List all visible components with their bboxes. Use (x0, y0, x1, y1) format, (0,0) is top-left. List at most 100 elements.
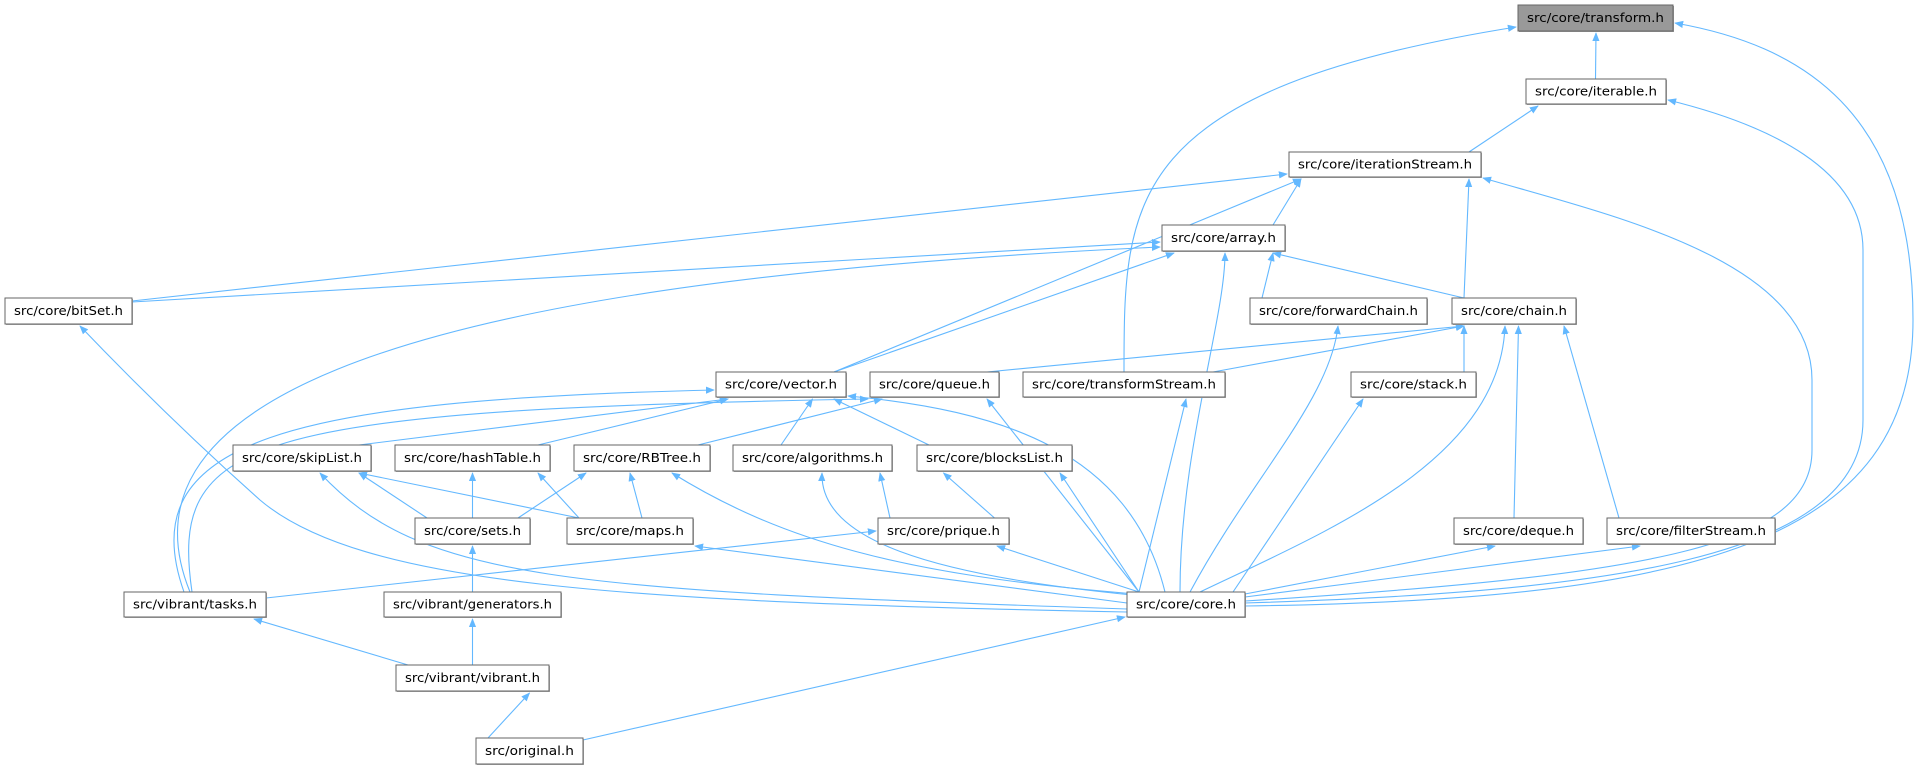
edge-tasks-to-array (176, 243, 1161, 593)
node-box (1249, 297, 1428, 325)
edge-vector-to-array (833, 252, 1175, 373)
edge-core-to-maps (694, 543, 1128, 604)
edges-layer (79, 20, 1914, 741)
node-tasks[interactable]: src/vibrant/tasks.h (123, 591, 267, 618)
edge-core-to-iterable (1244, 98, 1864, 604)
node-label: src/core/transformStream.h (1032, 378, 1216, 392)
node-prique[interactable]: src/core/prique.h (877, 517, 1010, 545)
node-box (1606, 517, 1776, 545)
node-maps[interactable]: src/core/maps.h (566, 517, 694, 545)
node-box (123, 591, 267, 618)
edge-core-to-transformStream (1138, 398, 1188, 593)
edge-core-to-queue (986, 398, 1140, 593)
node-vibrant[interactable]: src/vibrant/vibrant.h (395, 664, 550, 692)
edge-hashTable-to-vector (537, 397, 729, 446)
node-iterationStream[interactable]: src/core/iterationStream.h (1288, 151, 1482, 178)
node-forwardChain[interactable]: src/core/forwardChain.h (1249, 297, 1428, 325)
node-label: src/core/algorithms.h (742, 451, 883, 465)
edge-deque-to-chain (1513, 325, 1522, 519)
node-box (573, 444, 711, 472)
node-label: src/core/transform.h (1527, 11, 1664, 25)
edge-bitSet-to-array (131, 238, 1161, 303)
node-label: src/core/blocksList.h (926, 451, 1063, 465)
node-label: src/core/stack.h (1360, 378, 1467, 392)
edge-core-to-prique (996, 545, 1140, 593)
node-box (566, 517, 694, 545)
edge-core-to-stack (1232, 398, 1364, 593)
node-label: src/core/iterable.h (1535, 85, 1657, 99)
node-stack[interactable]: src/core/stack.h (1350, 371, 1477, 398)
edge-array-to-iterationStream (1272, 178, 1302, 226)
node-blocksList[interactable]: src/core/blocksList.h (916, 444, 1073, 472)
node-transformStream[interactable]: src/core/transformStream.h (1022, 371, 1226, 398)
node-sets[interactable]: src/core/sets.h (414, 517, 531, 545)
node-box (1126, 591, 1246, 618)
node-filterStream[interactable]: src/core/filterStream.h (1606, 517, 1776, 545)
edge-maps-to-RBTree (628, 472, 643, 519)
node-queue[interactable]: src/core/queue.h (869, 371, 1000, 398)
node-original[interactable]: src/original.h (475, 737, 584, 765)
node-array[interactable]: src/core/array.h (1161, 224, 1286, 252)
node-box (1022, 371, 1226, 398)
edge-core-to-iterationStream (1244, 176, 1813, 602)
node-label: src/vibrant/tasks.h (133, 598, 257, 612)
node-box (869, 371, 1000, 398)
node-vector[interactable]: src/core/vector.h (715, 371, 847, 398)
node-box (916, 444, 1073, 472)
edge-prique-to-algorithms (878, 472, 891, 519)
edge-RBTree-to-queue (697, 397, 883, 446)
edge-vector-to-iterationStream (833, 178, 1302, 373)
node-box (1288, 151, 1482, 178)
node-label: src/core/prique.h (887, 524, 1000, 538)
node-iterable[interactable]: src/core/iterable.h (1525, 78, 1667, 105)
node-deque[interactable]: src/core/deque.h (1453, 517, 1584, 545)
node-label: src/core/array.h (1171, 231, 1276, 245)
node-box (1525, 78, 1667, 105)
edge-chain-to-iterationStream (1463, 178, 1473, 299)
edge-transformStream-to-transform (1123, 24, 1517, 373)
node-box (383, 591, 562, 618)
node-chain[interactable]: src/core/chain.h (1451, 297, 1577, 325)
edge-iterable-to-transform (1592, 32, 1600, 80)
node-box (715, 371, 847, 398)
edge-blocksList-to-vector (833, 398, 930, 446)
node-RBTree[interactable]: src/core/RBTree.h (573, 444, 711, 472)
edge-transformStream-to-chain (1212, 323, 1465, 373)
edge-tasks-to-prique (265, 528, 877, 599)
edge-bitSet-to-iterationStream (131, 171, 1288, 302)
node-label: src/core/chain.h (1461, 304, 1567, 318)
nodes-layer: src/core/transform.h src/core/iterable.h s… (4, 4, 1776, 765)
edge-tasks-to-queue (188, 395, 869, 593)
edge-core-to-bitSet (79, 325, 1128, 613)
edge-queue-to-chain (986, 323, 1465, 373)
node-transform[interactable]: src/core/transform.h (1517, 4, 1674, 32)
node-core[interactable]: src/core/core.h (1126, 591, 1246, 618)
node-generators[interactable]: src/vibrant/generators.h (383, 591, 562, 618)
node-hashTable[interactable]: src/core/hashTable.h (394, 444, 551, 472)
edge-core-to-filterStream (1244, 543, 1641, 598)
node-box (732, 444, 893, 472)
node-skipList[interactable]: src/core/skipList.h (232, 444, 372, 472)
node-box (1161, 224, 1286, 252)
node-label: src/core/queue.h (879, 378, 990, 392)
edge-sets-to-skipList (358, 472, 428, 519)
node-label: src/vibrant/generators.h (393, 598, 552, 612)
edge-vibrant-to-tasks (253, 617, 409, 666)
edge-original-to-core (582, 615, 1126, 741)
edge-maps-to-hashTable (537, 472, 580, 519)
edge-core-to-skipList (319, 472, 1128, 610)
node-bitSet[interactable]: src/core/bitSet.h (4, 297, 133, 325)
node-algorithms[interactable]: src/core/algorithms.h (732, 444, 893, 472)
node-label: src/core/filterStream.h (1616, 524, 1766, 538)
edge-core-to-RBTree (671, 472, 1136, 595)
node-box (1350, 371, 1477, 398)
node-label: src/core/skipList.h (242, 451, 362, 465)
node-box (395, 664, 550, 692)
node-label: src/core/maps.h (576, 524, 684, 538)
edge-prique-to-blocksList (942, 472, 995, 519)
node-label: src/core/deque.h (1463, 524, 1574, 538)
edge-core-to-algorithms (818, 472, 1133, 596)
node-box (1453, 517, 1584, 545)
edge-core-to-vector (847, 393, 1166, 593)
